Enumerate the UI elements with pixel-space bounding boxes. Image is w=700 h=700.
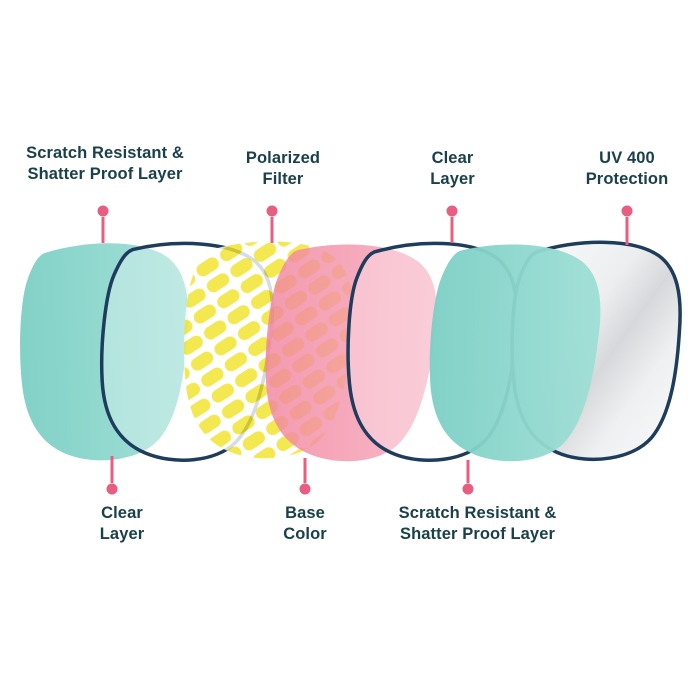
connector-dot-clear-top bbox=[446, 205, 458, 217]
label-line: Shatter Proof Layer bbox=[27, 165, 183, 184]
connector-dot-clear-bottom bbox=[106, 483, 118, 495]
label-line: Clear bbox=[431, 149, 474, 167]
label-line: Clear bbox=[101, 504, 143, 522]
label-base-color: Base Color bbox=[245, 503, 365, 546]
connector-dot-uv bbox=[621, 205, 633, 217]
label-line: Filter bbox=[262, 170, 304, 189]
label-clear-layer-bottom: Clear Layer bbox=[62, 503, 182, 546]
label-line: Layer bbox=[99, 525, 145, 544]
label-line: Layer bbox=[430, 170, 475, 189]
label-line: Shatter Proof Layer bbox=[399, 525, 556, 544]
label-line: UV 400 bbox=[599, 149, 655, 167]
connector-dot-base-color bbox=[299, 483, 311, 495]
label-scratch-resistant-top: Scratch Resistant & Shatter Proof Layer bbox=[10, 143, 200, 186]
label-line: Polarized bbox=[245, 149, 321, 167]
connector-dot-scratch-top bbox=[97, 205, 109, 217]
label-line: Scratch Resistant & bbox=[26, 144, 184, 162]
label-scratch-resistant-bottom: Scratch Resistant & Shatter Proof Layer bbox=[385, 503, 570, 546]
label-clear-layer-top: Clear Layer bbox=[395, 148, 510, 191]
connector-dot-polarized bbox=[266, 205, 278, 217]
label-line: Scratch Resistant & bbox=[398, 504, 557, 522]
label-polarized-filter: Polarized Filter bbox=[223, 148, 343, 191]
label-line: Color bbox=[283, 525, 327, 544]
label-uv-400-protection: UV 400 Protection bbox=[557, 148, 697, 191]
label-line: Protection bbox=[585, 170, 669, 189]
connector-dot-scratch-bottom bbox=[462, 483, 474, 495]
label-line: Base bbox=[285, 504, 325, 522]
